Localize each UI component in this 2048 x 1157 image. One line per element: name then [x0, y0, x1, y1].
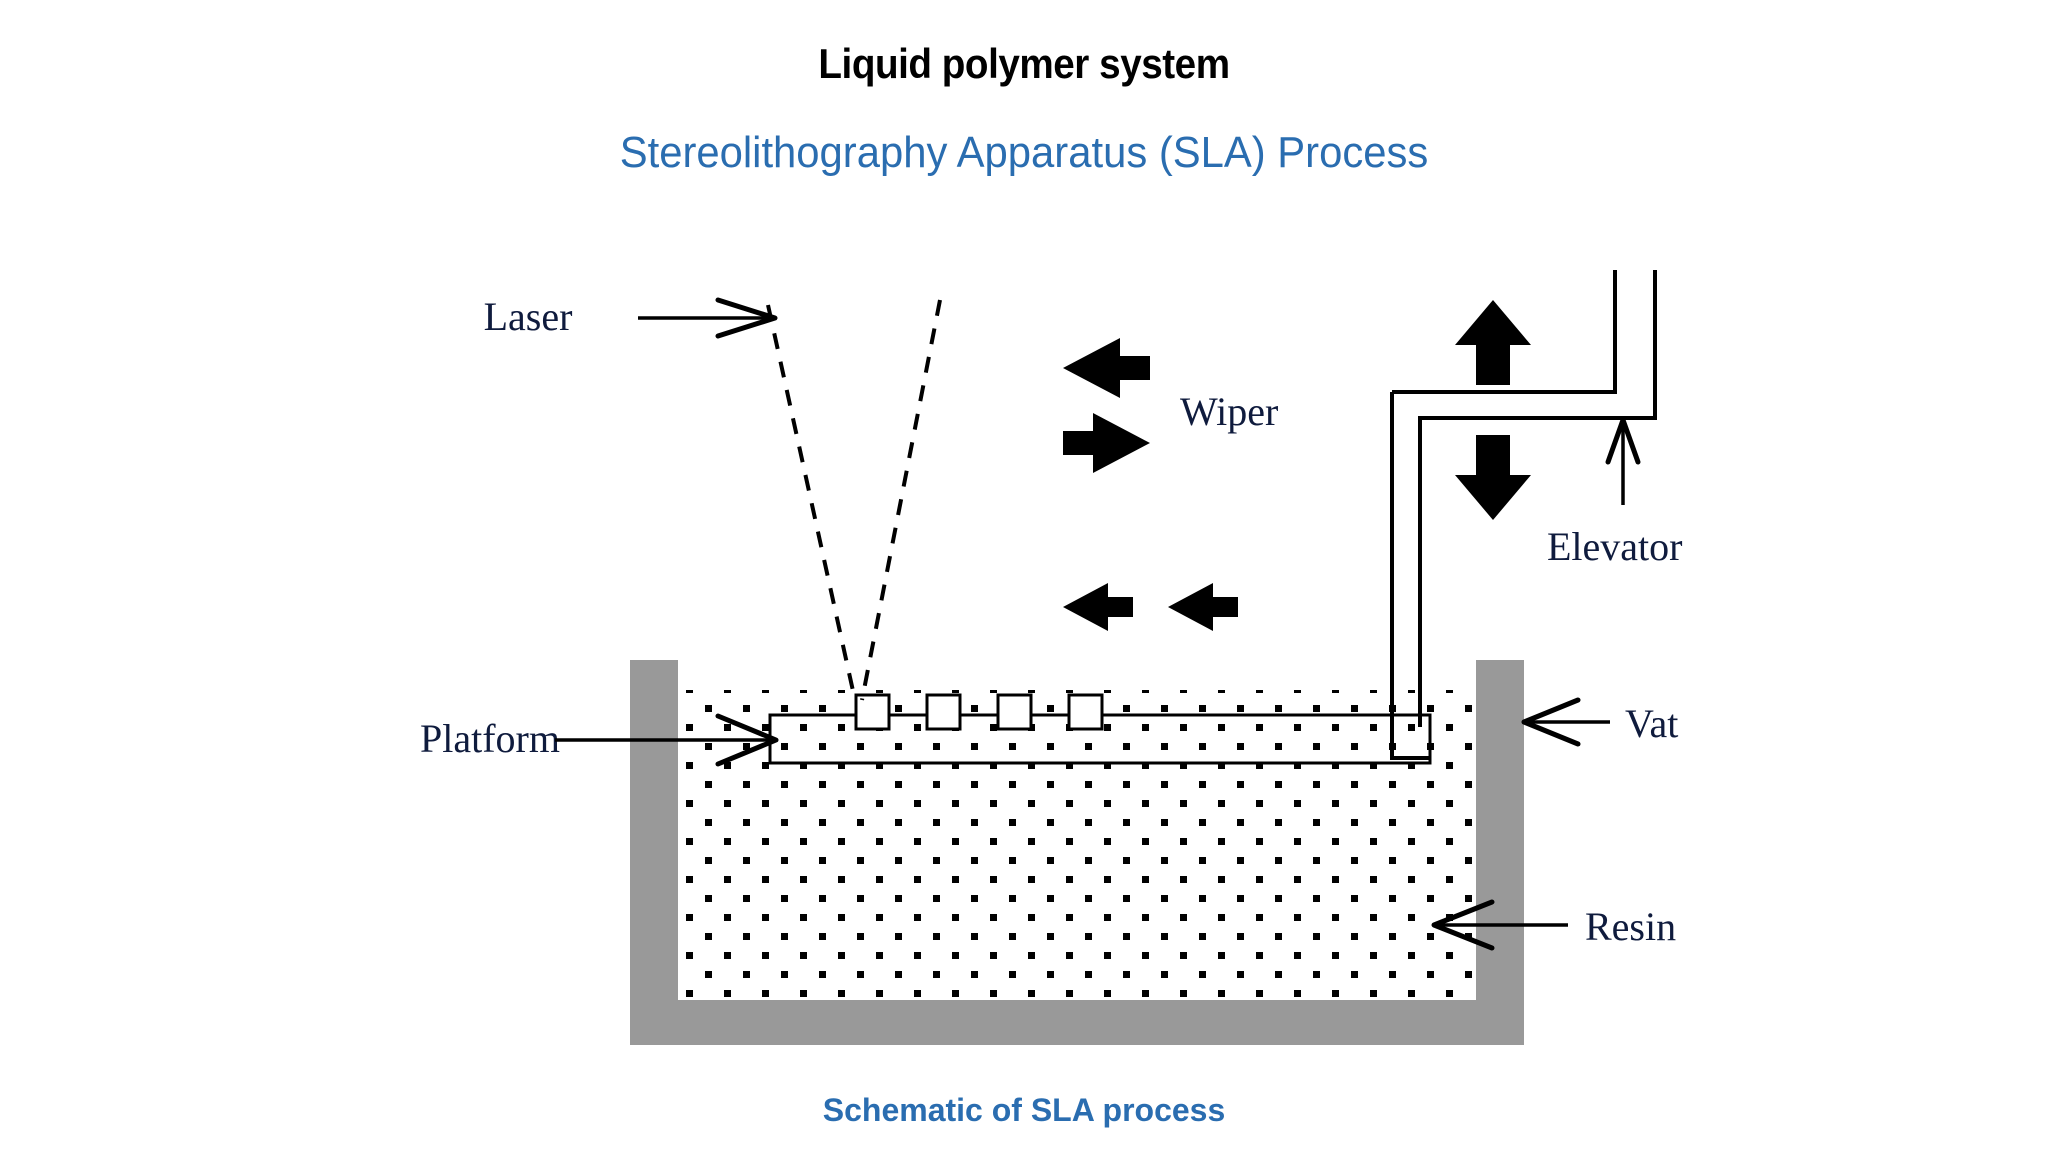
part-block [854, 693, 891, 731]
platform-label: Platform [420, 716, 560, 761]
vat-arrowhead-icon [1521, 697, 1581, 747]
elevator-annotation: Elevator [1547, 417, 1683, 569]
page-subtitle: Stereolithography Apparatus (SLA) Proces… [619, 128, 1429, 177]
part-blocks [854, 693, 1104, 731]
elevator-label: Elevator [1547, 524, 1683, 569]
laser-beam-right-ray [860, 299, 942, 701]
elevator-arrow-up-icon [1455, 300, 1531, 385]
wiper-arrow-small-left-icon [1063, 583, 1133, 631]
platform-arrowhead-icon [715, 713, 779, 767]
wiper-arrow-right-icon [1063, 413, 1150, 473]
elevator-arrows [1455, 300, 1531, 520]
resin-arrowhead-icon [1431, 899, 1495, 951]
platform-annotation: Platform [420, 713, 779, 767]
vat-container [630, 660, 1524, 1045]
elevator-arrowhead-icon [1605, 417, 1641, 465]
laser-beam-left-ray [766, 304, 857, 701]
elevator-upper-arm [1392, 270, 1617, 394]
vat-right-wall [1476, 660, 1524, 1020]
wiper-arrow-left-icon [1063, 338, 1150, 398]
vat-bottom [630, 1000, 1524, 1045]
resin-label: Resin [1585, 904, 1676, 949]
figure-caption: Schematic of SLA process [822, 1092, 1226, 1128]
resin-annotation: Resin [1431, 899, 1676, 951]
vat-annotation: Vat [1521, 697, 1678, 747]
vat-label: Vat [1625, 701, 1678, 746]
laser-annotation: Laser [484, 294, 778, 339]
part-block [1067, 693, 1104, 731]
wiper-arrow-small-left-icon [1168, 583, 1238, 631]
wiper-arrows-upper [1063, 338, 1150, 473]
elevator-linkage [1390, 270, 1657, 760]
laser-beam [766, 299, 942, 701]
elevator-lower-arm [1418, 270, 1657, 727]
laser-arrowhead-icon [715, 297, 778, 339]
elevator-post [1390, 392, 1430, 760]
elevator-arrow-down-icon [1455, 435, 1531, 520]
wiper-label: Wiper [1180, 389, 1278, 434]
laser-label: Laser [484, 294, 573, 339]
part-block [996, 693, 1033, 731]
vat-left-wall [630, 660, 678, 1020]
wiper-arrows-lower [1063, 583, 1238, 631]
page-title: Liquid polymer system [818, 40, 1230, 87]
part-block [925, 693, 962, 731]
